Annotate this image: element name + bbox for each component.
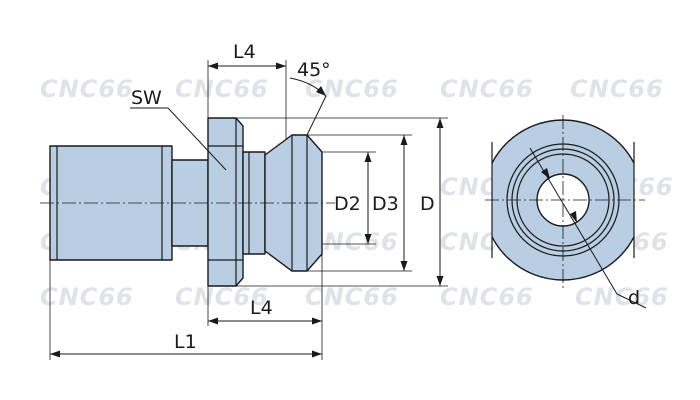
dim-sw: SW <box>130 87 227 171</box>
label-l4-top: L4 <box>233 41 256 63</box>
arrow <box>541 168 550 179</box>
watermark-text: CNC66 <box>40 283 134 311</box>
watermark-text: CNC66 <box>575 283 669 311</box>
side-view <box>40 117 335 287</box>
dim-d: D <box>420 118 444 286</box>
label-l4-bottom: L4 <box>250 297 273 319</box>
watermark-text: CNC66 <box>305 283 399 311</box>
arrow <box>312 317 322 325</box>
watermark-text: CNC66 <box>570 75 664 103</box>
arrow <box>208 62 218 70</box>
sw-leader <box>167 107 227 171</box>
dim-d-small: d <box>529 147 647 309</box>
watermark-text: CNC66 <box>40 75 134 103</box>
dim-l4-top: L4 <box>208 41 286 70</box>
label-d2: D2 <box>334 193 361 215</box>
label-d-small: d <box>628 287 640 309</box>
label-d3: D3 <box>372 193 399 215</box>
watermark-text: CNC66 <box>440 283 534 311</box>
extension-lines <box>49 60 448 360</box>
label-angle: 45° <box>297 59 331 81</box>
arrow <box>50 350 60 358</box>
watermark-text: CNC66 <box>175 283 269 311</box>
dim-angle: 45° <box>289 59 331 136</box>
angle-leader <box>306 95 327 136</box>
label-sw: SW <box>131 87 162 109</box>
arrow <box>312 350 322 358</box>
watermark-text: CNC66 <box>175 75 269 103</box>
arrow <box>364 234 372 244</box>
arrow <box>400 135 408 145</box>
arrow <box>316 86 326 96</box>
dim-d2: D2 <box>334 152 372 244</box>
arrow <box>276 62 286 70</box>
watermark-text: CNC66 <box>440 75 534 103</box>
arrow <box>570 211 577 223</box>
end-view <box>485 115 645 290</box>
arrow <box>400 261 408 271</box>
d-leader-tail <box>616 293 647 309</box>
dim-l4-bottom: L4 <box>208 297 322 325</box>
dim-l1: L1 <box>50 331 322 358</box>
label-l1: L1 <box>174 331 197 353</box>
collar-flats <box>207 117 244 287</box>
label-d-outer: D <box>420 193 435 215</box>
arrow <box>436 276 444 286</box>
dim-d3: D3 <box>372 135 408 271</box>
arrow <box>208 317 218 325</box>
arrow <box>436 118 444 128</box>
arrow <box>364 152 372 162</box>
